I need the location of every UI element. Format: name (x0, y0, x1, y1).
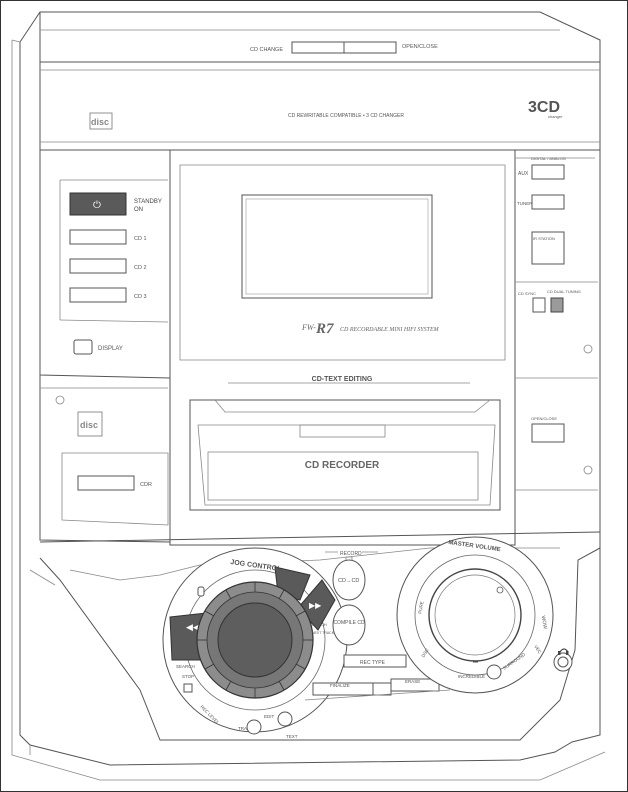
tuner-label: TUNER (517, 201, 533, 206)
headphone-jack[interactable] (553, 648, 573, 672)
tuner-button[interactable] (531, 194, 565, 210)
cd-to-cd-label: CD→CD (338, 578, 359, 584)
edit-label: EDIT (264, 714, 275, 719)
cd-recorder-label: CD RECORDER (305, 460, 380, 471)
wow-label: WOW (540, 615, 548, 629)
right-panel: DIGITAL / ANALOG AUX TUNER IR STATION CD… (515, 149, 600, 491)
vec-label: VEC (533, 644, 543, 655)
cd-drawer: disc CD REWRITABLE COMPATIBLE • 3 CD CHA… (39, 62, 600, 151)
cd-sync-label: CD SYNC (518, 291, 536, 296)
stop-button[interactable] (183, 683, 193, 693)
logo-3cd-sub: changer (548, 114, 563, 119)
cd-change-slot[interactable] (291, 41, 345, 54)
recorder-open-close-button[interactable] (531, 423, 565, 443)
aux-button[interactable] (531, 164, 565, 180)
finalize-label: FINALIZE (330, 683, 350, 688)
cd2-label: CD 2 (134, 265, 147, 271)
edit-button[interactable] (246, 719, 262, 735)
right-indicator-upper (583, 344, 593, 354)
on-label: ON (134, 207, 143, 213)
center-panel: FW- R7 CD RECORDABLE MINI HIFI SYSTEM CD… (169, 150, 516, 546)
cd-dual-tuning-button[interactable] (550, 297, 564, 313)
rec-type-button[interactable] (343, 654, 407, 668)
cd-to-cd-button[interactable] (332, 559, 366, 601)
text-label: TEXT (286, 734, 298, 739)
open-close-slot[interactable] (343, 41, 397, 54)
standby-label: STANDBY (134, 199, 162, 205)
cd-dual-tuning-label: CD DUAL TUNING (547, 289, 581, 294)
rec-type-section: REC TYPE FINALIZE ERASE (304, 654, 451, 701)
dsc-label: DSC (421, 647, 430, 658)
compact-disc-recordable-logo: disc (77, 411, 103, 437)
rec-center-button[interactable] (372, 682, 392, 696)
text-button[interactable] (277, 711, 293, 727)
search-right-label: SEARCH (310, 622, 327, 627)
cd3-button[interactable] (69, 287, 127, 303)
stop-label: STOP (182, 674, 194, 679)
cd-recorder-tray[interactable]: CD RECORDER (189, 399, 501, 511)
record-label: RECORD (340, 551, 362, 557)
erase-button[interactable] (390, 678, 440, 692)
next-track-label: NEXT TRACK (312, 631, 335, 635)
cabinet-outline (11, 11, 606, 781)
rec-type-label: REC TYPE (360, 660, 386, 666)
erase-label: ERASE (405, 679, 420, 684)
svg-text:disc: disc (91, 117, 109, 127)
right-indicator-lower (583, 465, 593, 475)
cd-change-label: CD CHANGE (250, 47, 283, 53)
cd-sync-button[interactable] (532, 297, 546, 313)
model-description: CD RECORDABLE MINI HIFI SYSTEM (340, 327, 440, 333)
logo-3cd: 3CD (528, 99, 560, 116)
right-open-close-label: OPEN/CLOSE (531, 416, 557, 421)
track-label: TRACK (238, 726, 253, 731)
model-prefix: FW- (301, 323, 316, 332)
cdr-label: CDR (140, 482, 152, 488)
compact-disc-logo: disc (89, 112, 113, 130)
standby-on-button[interactable] (69, 192, 127, 216)
left-indicator-led (55, 395, 65, 405)
svg-text:disc: disc (80, 420, 98, 430)
left-panel: ⏻ STANDBY ON CD 1 CD 2 CD 3 DISPLAY disc… (39, 150, 171, 543)
ir-station-window (531, 231, 565, 265)
display-label: DISPLAY (98, 346, 123, 352)
display-window (241, 194, 433, 299)
incredible-surround-button[interactable] (486, 664, 502, 680)
cd-text-editing-label: CD-TEXT EDITING (312, 376, 373, 383)
compile-cd-button[interactable] (332, 604, 366, 646)
cd1-button[interactable] (69, 229, 127, 245)
model-name: R7 (315, 321, 334, 337)
cd1-label: CD 1 (134, 236, 147, 242)
top-tray: CD CHANGE OPEN/CLOSE (39, 12, 600, 63)
master-volume[interactable]: MASTER VOLUME PURE DSC INCREDIBLE SURROU… (396, 536, 554, 694)
pure-label: PURE (417, 601, 424, 614)
fast-forward-icon: ▶▶ (309, 601, 322, 610)
jog-control[interactable]: ◀◀ ▶▶ JOG CONTROL SEARCH (162, 547, 348, 739)
compile-cd-label: COMPILE CD (333, 620, 365, 626)
cd2-button[interactable] (69, 258, 127, 274)
record-section: RECORD CD→CD COMPILE CD (325, 551, 378, 646)
display-button[interactable] (73, 339, 93, 355)
top-open-close-label: OPEN/CLOSE (402, 44, 438, 50)
incredible-label: INCREDIBLE (458, 674, 485, 679)
rewind-icon: ◀◀ (186, 623, 200, 633)
ir-station-label: IR STATION (533, 236, 555, 241)
volume-knob-indicator (496, 586, 504, 594)
cdr-tray-button[interactable] (77, 475, 135, 491)
control-console: ◀◀ ▶▶ JOG CONTROL SEARCH (29, 531, 601, 741)
cd3-label: CD 3 (134, 294, 147, 300)
play-pause-button[interactable] (197, 586, 205, 597)
search-left-label: SEARCH (176, 664, 195, 669)
power-icon: ⏻ (93, 200, 101, 211)
digital-analog-label: DIGITAL / ANALOG (531, 156, 566, 161)
aux-label: AUX (518, 171, 529, 177)
cd-rw-compatible-text: CD REWRITABLE COMPATIBLE • 3 CD CHANGER (288, 113, 404, 119)
